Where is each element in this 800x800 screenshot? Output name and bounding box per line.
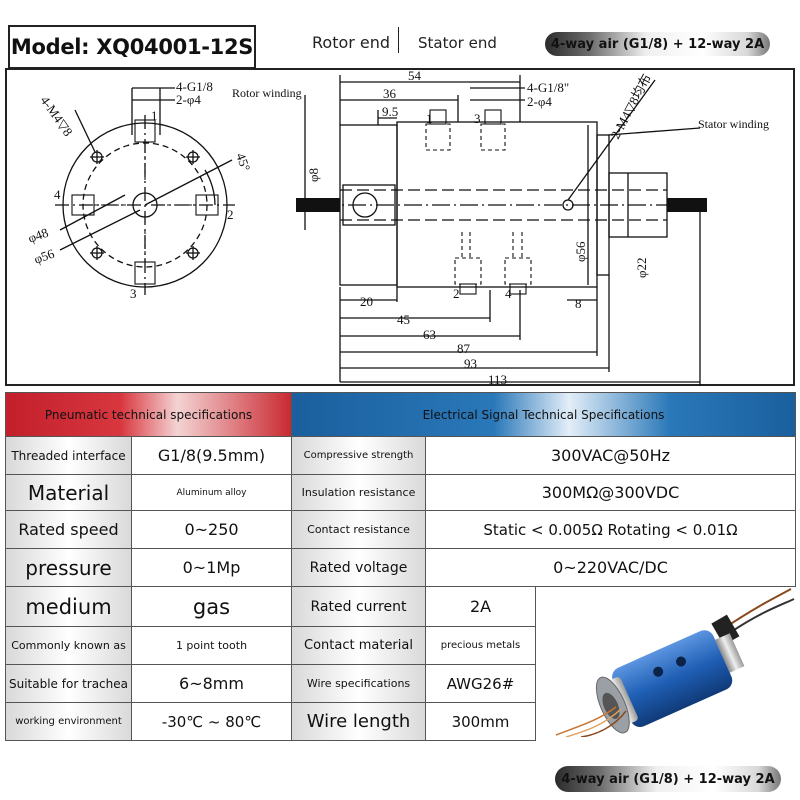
- side-port-2: 2: [453, 286, 460, 301]
- spec-label: Contact material: [291, 626, 426, 665]
- stator-winding-label: Stator winding: [698, 117, 769, 131]
- end-view: [55, 87, 235, 295]
- rotor-winding-label: Rotor winding: [232, 86, 302, 100]
- spec-value: Static < 0.005Ω Rotating < 0.01Ω: [425, 510, 796, 549]
- spec-value: 0~250: [131, 510, 292, 549]
- spec-label: Suitable for trachea: [5, 664, 132, 703]
- spec-value: 0~220VAC/DC: [425, 548, 796, 587]
- end-angle-label: 45°: [233, 151, 253, 173]
- side-port-3: 3: [474, 111, 481, 126]
- dim-d8: φ8: [306, 168, 321, 182]
- spec-label: Insulation resistance: [291, 474, 426, 511]
- end-port-3: 3: [130, 286, 137, 301]
- dim-8: 8: [575, 296, 582, 311]
- end-m4-label: 4-M4▽8: [38, 93, 76, 139]
- side-g18-label: 4-G1/8": [527, 80, 569, 95]
- dim-36: 36: [383, 86, 397, 101]
- spec-value: 300VAC@50Hz: [425, 436, 796, 475]
- dim-87: 87: [457, 341, 471, 356]
- side-phi4-label: 2-φ4: [527, 94, 552, 109]
- product-photo-cell: [535, 586, 796, 741]
- spec-value: -30℃ ~ 80℃: [131, 702, 292, 741]
- stator-end-label: Stator end: [418, 34, 497, 52]
- spec-label: Wire specifications: [291, 664, 426, 703]
- end-port-4: 4: [54, 187, 61, 202]
- dim-93: 93: [464, 356, 477, 371]
- rotor-wire: [296, 198, 340, 212]
- spec-table: Pneumatic technical specifications Elect…: [5, 392, 796, 741]
- dim-63: 63: [423, 327, 436, 342]
- port-nozzles: [71, 119, 219, 285]
- spec-label: working environment: [5, 702, 132, 741]
- spec-label: Commonly known as: [5, 626, 132, 665]
- side-port-4: 4: [505, 286, 512, 301]
- spec-value: precious metals: [425, 626, 536, 665]
- spec-value: 300mm: [425, 702, 536, 741]
- end-port-2: 2: [227, 207, 234, 222]
- header-divider: [398, 27, 399, 53]
- technical-drawing: 4-G1/8 2-φ4 4-M4▽8 45° φ48 φ56 1 2 3 4: [26, 68, 769, 387]
- product-photo: [555, 588, 795, 737]
- end-port-1: 1: [151, 108, 158, 123]
- bottom-badge: 4-way air (G1/8) + 12-way 2A: [555, 766, 781, 792]
- dim-9-5: 9.5: [382, 104, 398, 119]
- spec-label: Rated voltage: [291, 548, 426, 587]
- dim-20: 20: [360, 294, 373, 309]
- side-m4-label: 2-M4▽8均布: [607, 71, 654, 141]
- end-d56-label: φ56: [32, 246, 57, 267]
- dim-113: 113: [488, 372, 507, 387]
- top-badge: 4-way air (G1/8) + 12-way 2A: [545, 32, 770, 56]
- spec-label: Wire length: [291, 702, 426, 741]
- spec-label: Compressive strength: [291, 436, 426, 475]
- spec-value: 1 point tooth: [131, 626, 292, 665]
- end-g18-label: 4-G1/8: [176, 79, 213, 94]
- end-d48-label: φ48: [26, 225, 50, 246]
- spec-label: Threaded interface: [5, 436, 132, 475]
- spec-label: Rated speed: [5, 510, 132, 549]
- model-title: Model: XQ04001-12S: [8, 25, 256, 69]
- spec-value: Aluminum alloy: [131, 474, 292, 511]
- dim-d22: φ22: [634, 257, 649, 278]
- spec-label: Contact resistance: [291, 510, 426, 549]
- electrical-header: Electrical Signal Technical Specificatio…: [291, 392, 796, 437]
- dim-d56: φ56: [573, 241, 588, 262]
- side-port-1: 1: [426, 111, 433, 126]
- spec-value: 0~1Mp: [131, 548, 292, 587]
- end-phi4-label: 2-φ4: [176, 92, 201, 107]
- spec-value: 300MΩ@300VDC: [425, 474, 796, 511]
- spec-value: gas: [131, 586, 292, 627]
- side-view: [304, 75, 701, 386]
- pneumatic-header: Pneumatic technical specifications: [5, 392, 292, 437]
- mounting-holes: [90, 150, 200, 260]
- stator-wire: [667, 198, 707, 212]
- spec-value: 6~8mm: [131, 664, 292, 703]
- spec-label: Rated current: [291, 586, 426, 627]
- dim-45: 45: [397, 312, 410, 327]
- spec-value: 2A: [425, 586, 536, 627]
- rotor-end-label: Rotor end: [312, 33, 391, 52]
- spec-value: G1/8(9.5mm): [131, 436, 292, 475]
- dim-54: 54: [408, 68, 422, 83]
- spec-label: Material: [5, 474, 132, 511]
- spec-label: pressure: [5, 548, 132, 587]
- spec-label: medium: [5, 586, 132, 627]
- spec-value: AWG26#: [425, 664, 536, 703]
- drawing-frame: [5, 68, 795, 386]
